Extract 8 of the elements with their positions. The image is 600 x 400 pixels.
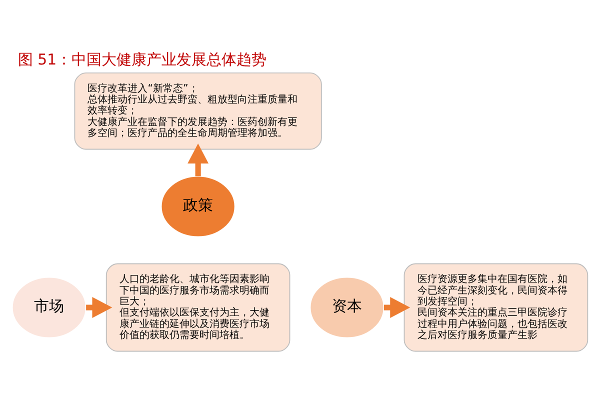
node-ellipse: 政策	[160, 176, 236, 238]
diagram-title: 图 51：中国大健康产业发展总体趋势	[18, 50, 267, 68]
node-ellipse: 资本	[310, 276, 384, 338]
arrow	[188, 144, 209, 176]
node-box: 医疗资源更多集中在国有医院，如今已经产生深刻变化，民间资本得到发挥空间； 民间资本关注的重点三甲医院诊疗过程中用户体验问题，也包括医改之后对医疗服务质量产生影	[404, 263, 588, 352]
node-ellipse: 市场	[12, 276, 86, 338]
node-box: 医疗改革进入“新常态”； 总体推动行业从过去野蛮、粗放型向注重质量和效率转变； 大健康产业在监督下的发展趋势：医药创新有更多空间；医疗产品的全生命周期管理将加强。	[74, 72, 322, 150]
node-box: 人口的老龄化、城市化等因素影响下中国的医疗服务市场需求明确而巨大； 但支付端依以医保支付为主，大健康产业链的延伸以及消费医疗市场价值的获取仍需要时间培植。	[106, 263, 290, 352]
